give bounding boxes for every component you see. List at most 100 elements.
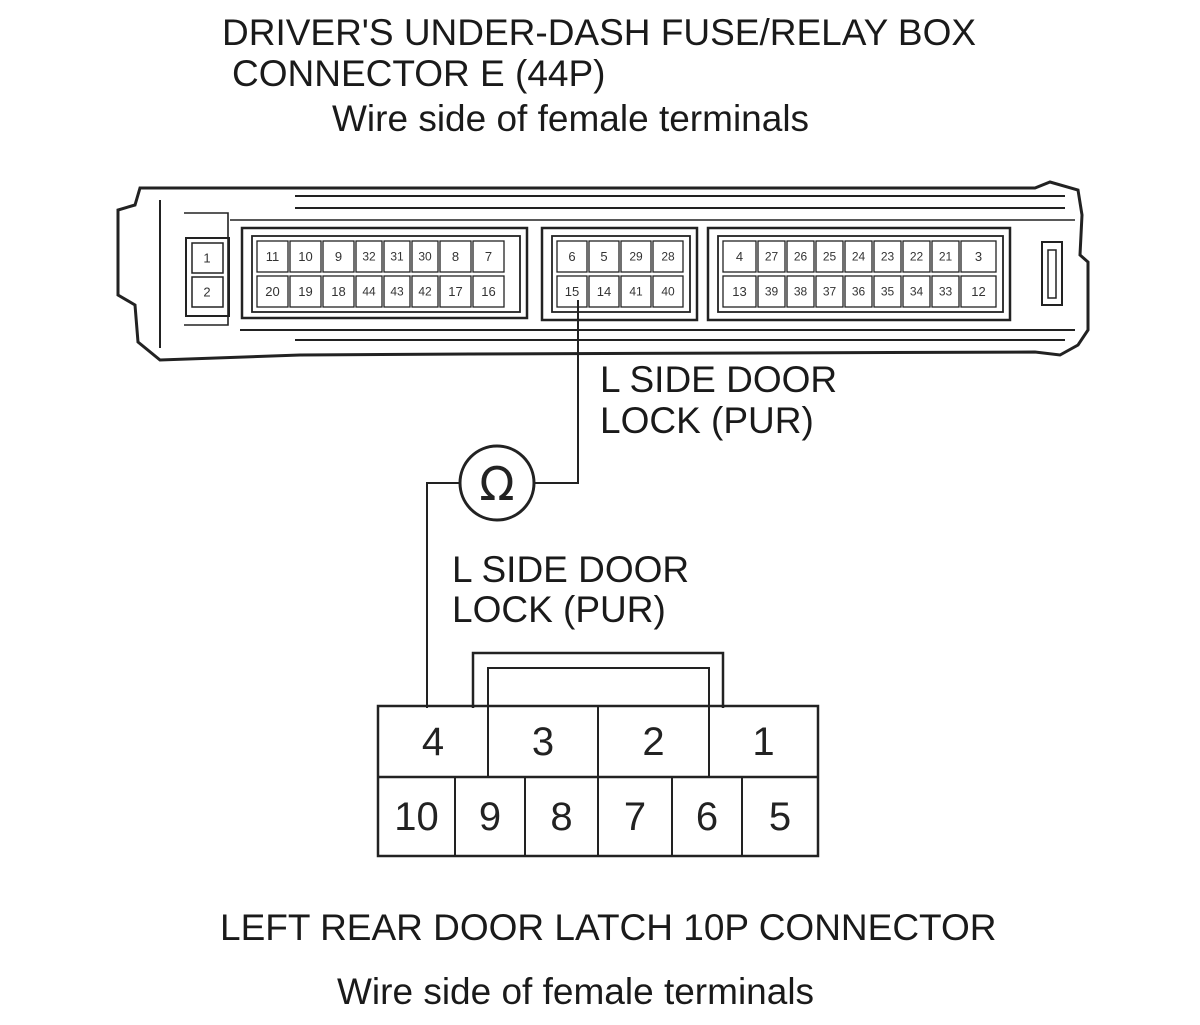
pin-cell (588, 275, 620, 308)
pin-cell (960, 240, 997, 273)
pin-cell (844, 275, 873, 308)
lower-label-line-2: LOCK (PUR) (452, 589, 666, 630)
upper-label-line-2: LOCK (PUR) (600, 400, 814, 441)
pin-cell (472, 240, 505, 273)
e-pin-3: 3 (975, 249, 982, 264)
e-pin-1: 1 (203, 251, 210, 266)
e-pin-23: 23 (881, 250, 895, 264)
pin-cell (652, 275, 684, 308)
lower-label-line-1: L SIDE DOOR (452, 549, 689, 590)
footer-line-1: LEFT REAR DOOR LATCH 10P CONNECTOR (220, 907, 996, 948)
e-pin-25: 25 (823, 250, 837, 264)
e-pin-5: 5 (600, 249, 607, 264)
pin-cell (960, 275, 997, 308)
e-pin-11: 11 (266, 249, 280, 264)
e-pin-17: 17 (448, 284, 462, 299)
pin-cell (620, 240, 652, 273)
wire-e15-to-meter (535, 300, 579, 484)
latch-connector: 4 3 2 1 10 9 8 7 6 5 (376, 651, 820, 858)
pin-cell (902, 275, 931, 308)
e-pin-27: 27 (765, 250, 779, 264)
pin-cell (355, 240, 383, 273)
latch-pin-5: 5 (769, 795, 791, 839)
e-pin-24: 24 (852, 250, 866, 264)
pin-cell (722, 275, 757, 308)
pin-cell (355, 275, 383, 308)
e-pin-28: 28 (661, 250, 675, 264)
pin-cell (931, 275, 960, 308)
title-line-2: CONNECTOR E (44P) (232, 53, 606, 94)
e-pin-19: 19 (298, 284, 312, 299)
upper-label-line-1: L SIDE DOOR (600, 359, 837, 400)
latch-connector-cells: 4 3 2 1 10 9 8 7 6 5 (394, 706, 791, 856)
e-pin-26: 26 (794, 250, 808, 264)
latch-pin-2: 2 (642, 720, 664, 764)
connector-e-housing (116, 180, 1090, 362)
e-pin-9: 9 (335, 249, 342, 264)
e-pin-10: 10 (298, 249, 312, 264)
ohmmeter: Ω (458, 444, 536, 522)
pin-cell (757, 240, 786, 273)
e-pin-37: 37 (823, 285, 837, 299)
latch-pin-3: 3 (532, 720, 554, 764)
pin-cell (652, 240, 684, 273)
latch-pin-8: 8 (550, 795, 572, 839)
pin-cell (556, 240, 588, 273)
pin-cell (873, 275, 902, 308)
pin-cell (439, 240, 472, 273)
latch-pin-4: 4 (422, 720, 444, 764)
latch-pin-6: 6 (696, 795, 718, 839)
footer-line-2: Wire side of female terminals (337, 971, 814, 1012)
e-pin-39: 39 (765, 285, 779, 299)
e-pin-40: 40 (661, 285, 675, 299)
latch-pin-1: 1 (752, 720, 774, 764)
pin-cell (620, 275, 652, 308)
e-pin-14: 14 (597, 284, 611, 299)
e-pin-35: 35 (881, 285, 895, 299)
pin-cell (815, 275, 844, 308)
pin-cell (902, 240, 931, 273)
wire-meter-to-latch-4 (426, 482, 460, 708)
e-pin-30: 30 (418, 250, 432, 264)
pin-cell (556, 275, 588, 308)
e-pin-31: 31 (390, 250, 404, 264)
pin-cell (439, 275, 472, 308)
e-pin-42: 42 (418, 285, 432, 299)
pin-cell (472, 275, 505, 308)
e-pin-22: 22 (910, 250, 924, 264)
e-pin-15: 15 (565, 284, 579, 299)
pin-cell (786, 275, 815, 308)
latch-pin-10: 10 (394, 795, 439, 839)
e-pin-43: 43 (390, 285, 404, 299)
pin-cell (873, 240, 902, 273)
latch-pin-9: 9 (479, 795, 501, 839)
e-pin-13: 13 (732, 284, 746, 299)
e-pin-32: 32 (362, 250, 376, 264)
pin-cell (931, 240, 960, 273)
e-pin-20: 20 (265, 284, 279, 299)
pin-cell (322, 275, 355, 308)
pin-cell (844, 240, 873, 273)
pin-cell (256, 240, 289, 273)
pin-cell (722, 240, 757, 273)
connector-e-block-1: 1 2 (185, 237, 230, 317)
e-pin-7: 7 (485, 249, 492, 264)
ohmmeter-circle (458, 444, 536, 522)
pin-cell (786, 240, 815, 273)
pin-cell (322, 240, 355, 273)
e-pin-18: 18 (331, 284, 345, 299)
e-pin-12: 12 (971, 284, 985, 299)
pin-cell (411, 240, 439, 273)
e-pin-4: 4 (736, 249, 743, 264)
latch-pin-7: 7 (624, 795, 646, 839)
pin-cell (383, 240, 411, 273)
e-pin-44: 44 (362, 285, 376, 299)
e-pin-8: 8 (452, 249, 459, 264)
e-pin-38: 38 (794, 285, 808, 299)
